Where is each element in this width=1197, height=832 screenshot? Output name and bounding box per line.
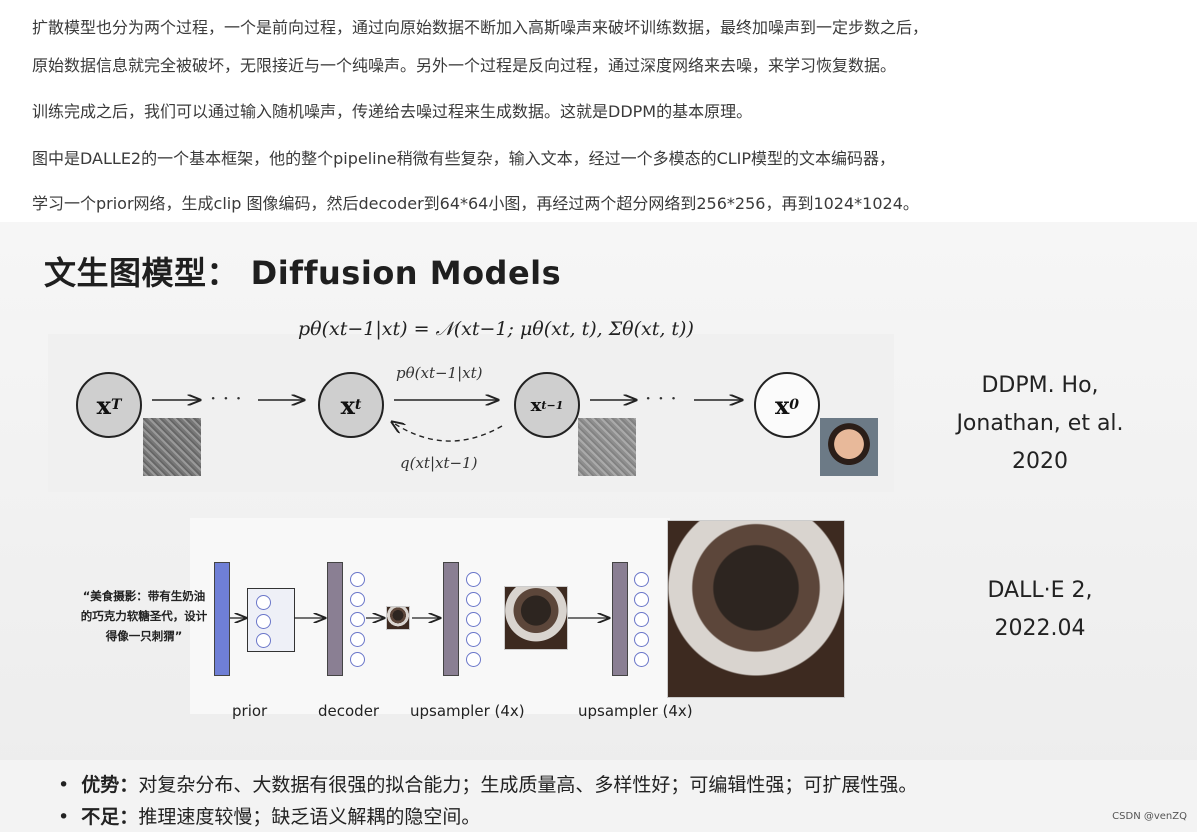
- bullet-cons: • 不足：推理速度较慢；缺乏语义解耦的隐空间。: [58, 802, 480, 829]
- paragraph-reverse-process: 原始数据信息就完全被破坏，无限接近与一个纯噪声。另外一个过程是反向过程，通过深度…: [32, 56, 897, 75]
- upsampler1-circle: [466, 612, 481, 627]
- node-xt-minus-1-subscript: t−1: [541, 398, 564, 412]
- text-embedding-stack: [214, 562, 230, 676]
- decoder-circle: [350, 632, 365, 647]
- arrow-xt1-to-xt-dashed: [392, 422, 503, 442]
- upsampler2-circle: [634, 632, 649, 647]
- image-embedding-stack: [327, 562, 343, 676]
- node-xT-label: x: [96, 390, 111, 420]
- node-xt-label: x: [340, 390, 355, 420]
- dalle2-citation-line2: 2022.04: [994, 616, 1086, 641]
- slide-frame: 文生图模型： Diffusion Models pθ(xt−1|xt) = 𝒩(…: [0, 222, 1197, 832]
- label-prior: prior: [232, 702, 268, 720]
- node-x0-label: x: [774, 390, 790, 420]
- ddpm-citation-line2: Jonathan, et al.: [956, 411, 1124, 436]
- ddpm-formula: pθ(xt−1|xt) = 𝒩(xt−1; μθ(xt, t), Σθ(xt, …: [298, 318, 694, 340]
- bullet-pros: • 优势：对复杂分布、大数据有很强的拟合能力；生成质量高、多样性好；可编辑性强；…: [58, 770, 917, 797]
- prior-box: [247, 588, 295, 652]
- dalle2-input-caption: “美食摄影：带有生奶油的巧克力软糖圣代，设计得像一只刺猬”: [80, 589, 208, 643]
- label-decoder: decoder: [318, 702, 380, 720]
- upsampler1-circle: [466, 592, 481, 607]
- paragraph-ddpm-principle: 训练完成之后，我们可以通过输入随机噪声，传递给去噪过程来生成数据。这就是DDPM…: [32, 102, 753, 121]
- dalle2-citation: DALL·E 2, 2022.04: [940, 572, 1140, 648]
- output-64-image: [386, 606, 410, 630]
- forward-arrow-label: pθ(xt−1|xt): [396, 364, 483, 382]
- slide-title: 文生图模型： Diffusion Models: [44, 254, 562, 292]
- prior-circle: [256, 595, 271, 610]
- node-xT-subscript: T: [110, 397, 122, 413]
- upsampler1-circle: [466, 632, 481, 647]
- upsampler2-circle: [634, 652, 649, 667]
- output-256-image: [504, 586, 568, 650]
- dalle2-arrows: [230, 222, 900, 742]
- bullet-dot: •: [58, 806, 82, 828]
- cons-text: 推理速度较慢；缺乏语义解耦的隐空间。: [138, 806, 481, 828]
- decoder-circle: [350, 652, 365, 667]
- node-xt-minus-1-label: x: [530, 394, 542, 416]
- decoder-circle: [350, 592, 365, 607]
- upsampler2-circle: [634, 612, 649, 627]
- decoder-circle: [350, 572, 365, 587]
- noise-image-xT: [143, 418, 201, 476]
- paragraph-forward-process: 扩散模型也分为两个过程，一个是前向过程，通过向原始数据不断加入高斯噪声来破坏训练…: [32, 18, 929, 37]
- node-x0-subscript: 0: [789, 397, 800, 413]
- upsampler1-circle: [466, 652, 481, 667]
- ddpm-arrows: [152, 222, 900, 442]
- paragraph-dalle2-pipeline: 学习一个prior网络，生成clip 图像编码，然后decoder到64*64小…: [32, 194, 919, 213]
- bullet-dot: •: [58, 774, 82, 796]
- ddpm-citation-line1: DDPM. Ho,: [981, 373, 1099, 398]
- pros-label: 优势：: [81, 774, 139, 796]
- summary-bullets: • 优势：对复杂分布、大数据有很强的拟合能力；生成质量高、多样性好；可编辑性强；…: [0, 760, 1197, 832]
- output-1024-image: [667, 520, 845, 698]
- upsampler1-circle: [466, 572, 481, 587]
- dots-right: · · ·: [645, 386, 677, 410]
- ddpm-citation-line3: 2020: [1012, 449, 1068, 474]
- noise-image-xt1: [578, 418, 636, 476]
- face-image-x0: [820, 418, 878, 476]
- dots-left: · · ·: [210, 386, 242, 410]
- cons-label: 不足：: [81, 806, 139, 828]
- upsampler1-stack: [443, 562, 459, 676]
- dalle2-citation-line1: DALL·E 2,: [987, 578, 1093, 603]
- upsampler2-circle: [634, 592, 649, 607]
- prior-circle: [256, 633, 271, 648]
- label-upsampler-1: upsampler (4x): [410, 702, 525, 720]
- label-upsampler-2: upsampler (4x): [578, 702, 693, 720]
- ddpm-citation: DDPM. Ho, Jonathan, et al. 2020: [940, 367, 1140, 481]
- pros-text: 对复杂分布、大数据有很强的拟合能力；生成质量高、多样性好；可编辑性强；可扩展性强…: [138, 774, 918, 796]
- node-xt-subscript: t: [354, 397, 362, 413]
- upsampler2-circle: [634, 572, 649, 587]
- paragraph-dalle2-framework: 图中是DALLE2的一个基本框架，他的整个pipeline稍微有些复杂，输入文本…: [32, 149, 896, 168]
- csdn-watermark: CSDN @venZQ: [1112, 811, 1187, 822]
- decoder-circle: [350, 612, 365, 627]
- upsampler2-stack: [612, 562, 628, 676]
- prior-circle: [256, 614, 271, 629]
- backward-arrow-label: q(xt|xt−1): [400, 454, 478, 472]
